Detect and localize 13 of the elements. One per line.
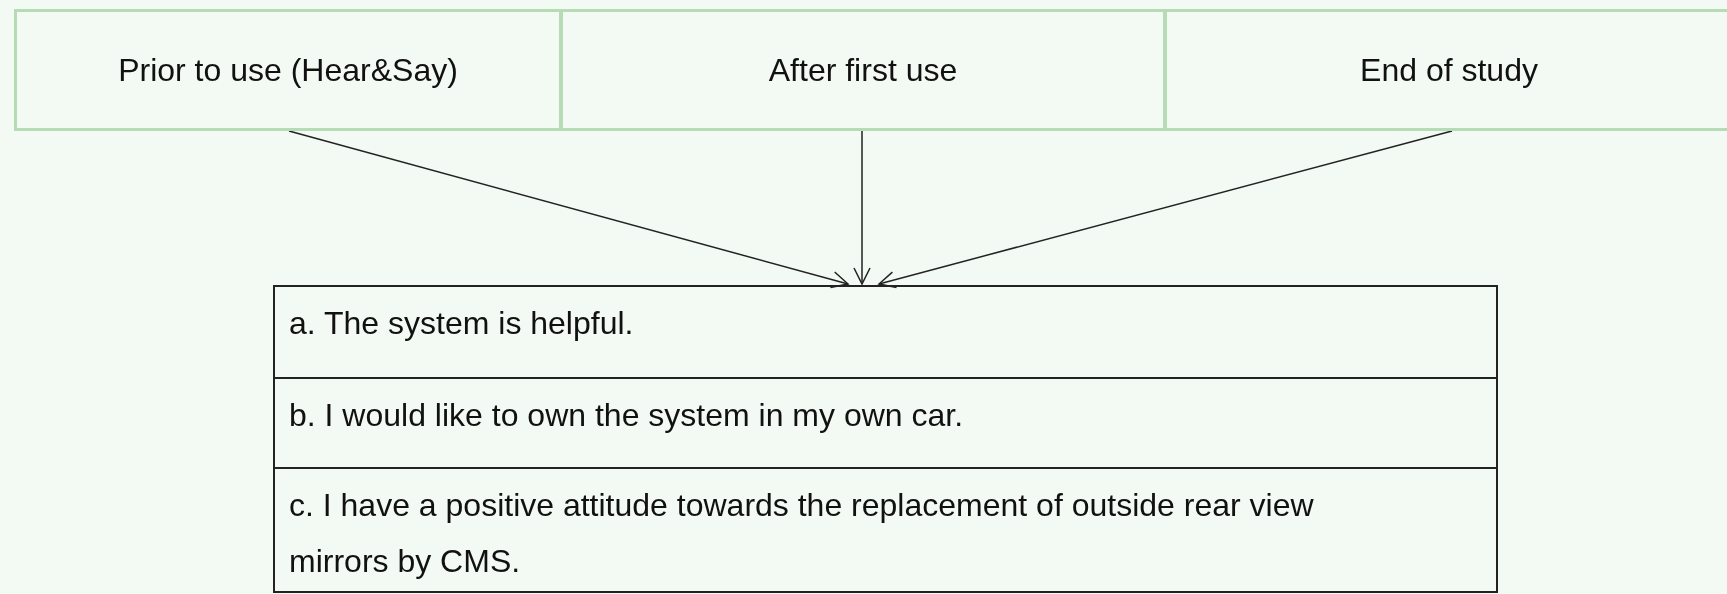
phase-label: Prior to use (Hear&Say) [118,51,458,89]
statement-text: c. I have a positive attitude towards the replacement of outside rear view mirrors by CMS. [289,487,1314,579]
statement-table [273,285,1498,593]
phase-label: End of study [1360,51,1538,89]
statement-text: a. The system is helpful. [289,305,634,341]
arrow [288,130,849,289]
statement-text: b. I would like to own the system in my own car. [289,397,964,433]
header-box [560,9,1166,131]
header-box [14,9,562,131]
arrow [878,130,1453,289]
header-box [1164,9,1727,131]
phase-label: After first use [768,51,958,89]
arrow [853,130,871,285]
